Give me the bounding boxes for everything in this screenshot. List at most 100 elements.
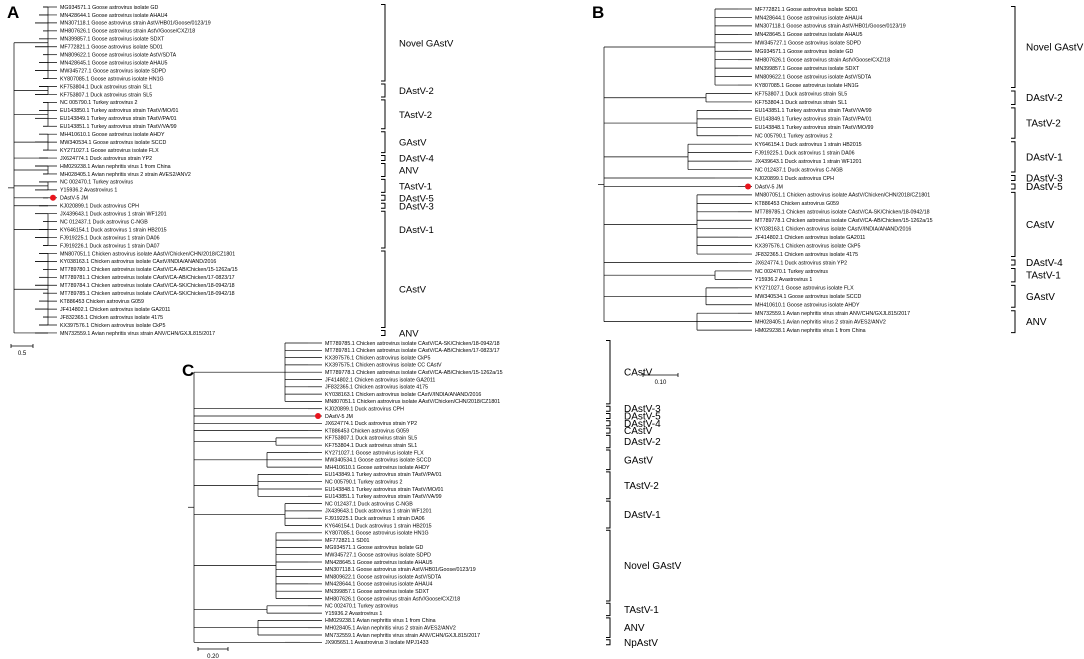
taxon-label: MF772821.1 SD01 [325,538,370,544]
taxon-label: KY271027.1 Goose astrovirus isolate FLX [325,450,424,456]
clade-label: TAstV-2 [1026,119,1061,130]
clade-label: DAstV-4 [1026,258,1063,269]
clade-bracket [606,427,611,434]
taxon-label: KF753807.1 Duck astrovirus strain SL5 [755,91,847,97]
taxon-label: JX624774.1 Duck astrovirus strain YP2 [325,421,417,427]
taxon-label: EU143851.1 Turkey astrovirus strain TAst… [755,108,872,114]
clade-label: DAstV-2 [1026,93,1063,104]
clade-label: TAstV-1 [624,605,659,616]
taxon-label: MH807626.1 Goose astrovirus strain AstV/… [755,58,890,64]
clade-bracket [381,202,386,209]
taxon-label: NC 002470.1 Turkey astrovirus [60,180,133,186]
taxon-label: NC 002470.1 Turkey astrovirus [325,604,398,610]
taxon-label: JF414802.1 Chicken astrovirus isolate GA… [60,307,170,313]
clade-label: DAstV-3 [399,201,434,212]
taxon-label: KY038163.1 Chicken astrovirus isolate CA… [325,392,481,398]
taxon-label: MT789785.1 Chicken astrovirus isolate CA… [325,341,500,347]
clade-label: TAstV-2 [624,481,659,492]
taxon-label: DAstV-5 JM [325,414,353,420]
clade-label: CAstV [1026,220,1055,231]
clade-label: GAstV [399,138,427,149]
taxon-label: KJ020899.1 Duck astrovirus CPH [755,176,834,182]
taxon-label: KY646154.1 Duck astrovirus 1 strain HB20… [60,227,167,233]
clade-bracket [606,500,611,529]
clade-bracket [381,131,386,154]
taxon-label: MN809622.1 Goose astrovirus isolate AstV… [60,53,177,59]
clade-label: DAstV-2 [624,437,661,448]
taxon-label: KY807085.1 Goose astrovirus isolate HN1G [60,76,164,82]
panel-b: B MF772821.1 Goose astrovirus isolate SD… [590,0,1084,390]
taxon-label: EU143848.1 Turkey astrovirus strain TAst… [325,487,443,493]
taxon-label: MW340534.1 Goose astrovirus isolate SCCD [60,140,166,146]
taxon-label: MN809622.1 Goose astrovirus isolate AstV… [755,74,872,80]
clade-bracket [606,449,611,471]
taxon-label: KY038163.1 Chicken astrovirus isolate CA… [755,227,911,233]
taxon-label: MH028405.1 Avian nephritis virus 2 strai… [60,172,191,178]
clade-label: TAstV-1 [399,181,432,192]
taxon-label: KF753807.1 Duck astrovirus strain SL5 [60,92,152,98]
taxon-label: Y15936.2 Avastrovirus 1 [755,277,812,283]
clade-label: CAstV [624,368,653,379]
taxon-label: MN307118.1 Goose astrovirus strain AstV/… [755,24,906,30]
panel-a: A MG934571.1 Goose astrovirus isolate GD… [0,0,470,360]
highlight-dot [315,413,321,419]
phylogenetic-tree: MT789785.1 Chicken astrovirus isolate CA… [188,340,682,659]
panel-c: C MT789785.1 Chicken astrovirus isolate … [180,335,740,659]
taxon-label: NC 005790.1 Turkey astrovirus 2 [325,480,402,486]
taxon-label: JX439643.1 Duck astrovirus 1 strain WF12… [325,509,432,515]
panel-label: A [7,3,20,22]
clade-label: ANV [399,328,419,339]
clade-label: GAstV [1026,292,1055,303]
taxon-label: MN399857.1 Goose astrovirus isolate SDXT [60,37,165,43]
panel-label: C [182,361,195,380]
taxon-label: JF832365.1 Chicken astrovirus isolate 41… [325,385,428,391]
taxon-label: MN807051.1 Chicken astrovirus isolate AA… [325,399,500,405]
taxon-label: MT789785.1 Chicken astrovirus isolate CA… [60,291,235,297]
clade-label: Novel GAstV [1026,43,1084,54]
taxon-label: MG934571.1 Goose astrovirus isolate GD [325,545,424,551]
taxon-label: MN428645.1 Goose astrovirus isolate AHAU… [755,32,863,38]
taxon-label: MT789778.1 Chicken astrovirus isolate CA… [755,218,933,224]
taxon-label: KJ020899.1 Duck astrovirus CPH [325,407,404,413]
clade-bracket [1011,175,1016,181]
clade-label: Novel GAstV [624,561,682,572]
clade-bracket [606,413,611,419]
clade-bracket [381,329,386,336]
taxon-label: MH410610.1 Goose astrovirus isolate AHDY [60,132,165,138]
taxon-label: KF753807.1 Duck astrovirus strain SL5 [325,436,417,442]
taxon-label: JX439643.1 Duck astrovirus 1 strain WF12… [60,212,167,218]
taxon-label: HM029238.1 Avian nephritis virus 1 from … [325,618,436,624]
taxon-label: JF832365.1 Chicken astrovirus isolate 41… [60,315,163,321]
clade-bracket [1011,267,1016,283]
clade-bracket [381,250,386,328]
clade-bracket [606,617,611,638]
taxon-label: MN428645.1 Goose astrovirus isolate AHAU… [60,60,168,66]
taxon-label: KT886453 Chicken astrovirus G059 [325,428,409,434]
clade-bracket [1011,183,1016,190]
phylogenetic-tree: MG934571.1 Goose astrovirus isolate GDMN… [8,4,454,357]
clade-bracket [381,4,386,82]
taxon-label: JX624774.1 Duck astrovirus strain YP2 [755,260,847,266]
clade-bracket [381,194,386,201]
taxon-label: KJ020899.1 Duck astrovirus CPH [60,204,139,210]
clade-label: ANV [624,623,645,634]
clade-bracket [1011,141,1016,173]
clade-bracket [1011,310,1016,334]
taxon-label: EU143849.1 Turkey astrovirus strain TAst… [755,117,872,123]
taxon-label: MN428644.1 Goose astrovirus isolate AHAU… [325,582,433,588]
taxon-label: KF753804.1 Duck astrovirus strain SL1 [60,84,152,90]
taxon-label: EU143851.1 Turkey astrovirus strain TAst… [325,494,442,500]
clade-label: DAstV-1 [624,510,661,521]
taxon-label: MH028405.1 Avian nephritis virus 2 strai… [755,319,886,325]
taxon-label: MN428645.1 Goose astrovirus isolate AHAU… [325,560,433,566]
taxon-label: FJ919225.1 Duck astrovirus 1 strain DA06 [325,516,425,522]
taxon-label: KX397576.1 Chicken astrovirus isolate Ck… [60,323,165,329]
scale-label: 0.10 [655,380,667,386]
highlight-dot [745,183,751,190]
clade-bracket [606,405,611,412]
clade-bracket [381,83,386,98]
taxon-label: MT789781.1 Chicken astrovirus isolate CA… [325,348,500,354]
taxon-label: KY807085.1 Goose astrovirus isolate HN1G [325,531,429,537]
taxon-label: KY646154.1 Duck astrovirus 1 strain HB20… [755,142,862,148]
taxon-label: MN428644.1 Goose astrovirus isolate AHAU… [60,13,168,19]
